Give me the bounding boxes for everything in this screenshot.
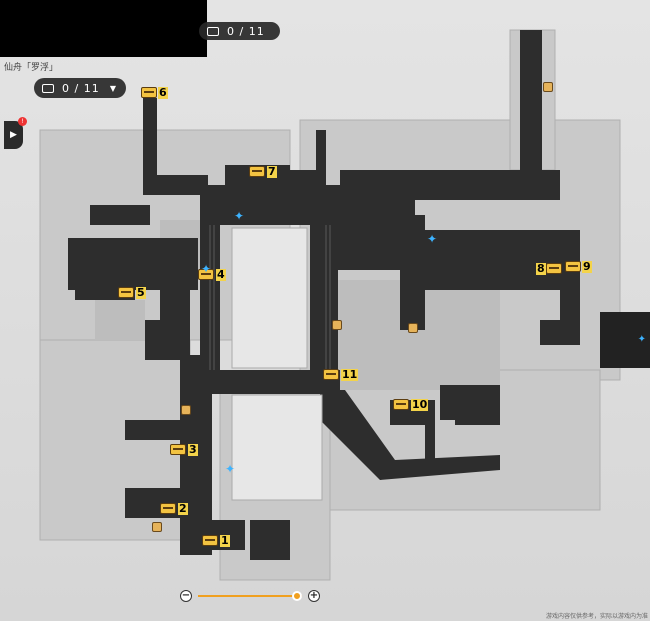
teleport-anchor-icon[interactable]: ✦ [200,262,212,276]
zoom-track[interactable] [198,591,302,601]
teleport-anchor-icon[interactable]: ✦ [426,232,438,246]
chest-label-9: 9 [582,260,592,273]
chest-icon[interactable] [141,87,157,98]
chest-icon [42,83,54,93]
chest-icon[interactable] [393,399,409,410]
chest-label-2: 2 [178,502,188,515]
chest-label-1: 1 [220,534,230,547]
door-icon[interactable] [152,522,162,532]
chest-label-10: 10 [411,398,429,411]
zoom-out-button[interactable]: − [180,590,192,602]
play-icon: ▶ [10,130,17,140]
chest-label-8: 8 [536,262,546,275]
chest-icon[interactable] [546,263,562,274]
door-icon[interactable] [543,82,553,92]
chest-tracker-dropdown[interactable]: 0 / 11 ▼ [34,78,126,98]
chevron-down-icon: ▼ [109,83,117,93]
zoom-slider[interactable]: − + [180,588,320,604]
chest-label-11: 11 [341,368,359,381]
chest-counter-pill-top[interactable]: 0 / 11 [199,22,280,40]
chest-icon[interactable] [202,535,218,546]
zoom-in-button[interactable]: + [308,590,320,602]
chest-counter-top-text: 0 / 11 [227,24,265,38]
chest-label-4: 4 [216,268,226,281]
chest-label-6: 6 [158,86,168,99]
chest-label-5: 5 [136,286,146,299]
offscreen-area-panel: ✦ [600,312,650,368]
door-icon[interactable] [181,405,191,415]
zoom-handle[interactable] [292,591,302,601]
chest-label-7: 7 [267,165,277,178]
chest-icon [207,26,219,36]
chest-tracker-count: 0 / 11 [62,81,100,95]
region-name: 仙舟「罗浮」 [4,63,59,73]
redacted-block [0,0,207,57]
chest-icon[interactable] [198,269,214,280]
chest-icon[interactable] [118,287,134,298]
door-icon[interactable] [408,323,418,333]
notification-badge: ! [18,117,27,126]
chest-icon[interactable] [160,503,176,514]
teleport-anchor-icon: ✦ [637,334,646,345]
chest-icon[interactable] [565,261,581,272]
teleport-anchor-icon[interactable]: ✦ [224,462,236,476]
footer-note: 游戏内容仅供参考，实际以游戏内为准 [545,613,648,620]
teleport-anchor-icon[interactable]: ✦ [233,209,245,223]
chest-icon[interactable] [249,166,265,177]
chest-icon[interactable] [323,369,339,380]
door-icon[interactable] [332,320,342,330]
chest-label-3: 3 [188,443,198,456]
chest-icon[interactable] [170,444,186,455]
side-panel-toggle-button[interactable]: ▶ ! [4,117,27,149]
